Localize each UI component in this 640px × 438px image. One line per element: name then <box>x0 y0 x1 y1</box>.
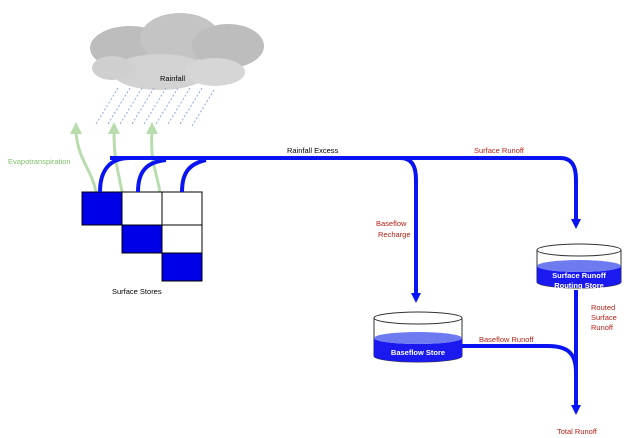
routed-surface-runoff-label-3: Runoff <box>591 323 614 332</box>
evapotranspiration-arrow-icon <box>74 131 162 193</box>
baseflow-recharge-label-1: Baseflow <box>376 219 407 228</box>
rainfall-label: Rainfall <box>160 74 185 83</box>
routing-store-label-2: Routing Store <box>554 281 604 290</box>
cloud-icon <box>90 13 264 90</box>
surface-stores-label: Surface Stores <box>112 287 162 296</box>
rain-icon <box>95 87 215 127</box>
baseflow-runoff-label: Baseflow Runoff <box>479 335 534 344</box>
baseflow-recharge-label-2: Recharge <box>378 230 411 239</box>
routed-surface-runoff-label-2: Surface <box>591 313 617 322</box>
rainfall-excess-label: Rainfall Excess <box>287 146 339 155</box>
baseflow-store-tank-icon <box>373 311 463 363</box>
total-runoff-flow <box>462 290 581 415</box>
surface-stores <box>81 191 203 282</box>
evapotranspiration-label: Evapotranspiration <box>8 157 71 166</box>
total-runoff-label: Total Runoff <box>557 427 598 436</box>
evap-arrowheads <box>70 122 158 134</box>
surface-runoff-label: Surface Runoff <box>474 146 525 155</box>
routing-store-label-1: Surface Runoff <box>552 271 606 280</box>
surface-runoff-routing-store-tank-icon <box>536 243 622 289</box>
routed-surface-runoff-label-1: Routed <box>591 303 615 312</box>
rainfall-excess-flow <box>98 156 581 303</box>
baseflow-store-label: Baseflow Store <box>391 348 445 357</box>
